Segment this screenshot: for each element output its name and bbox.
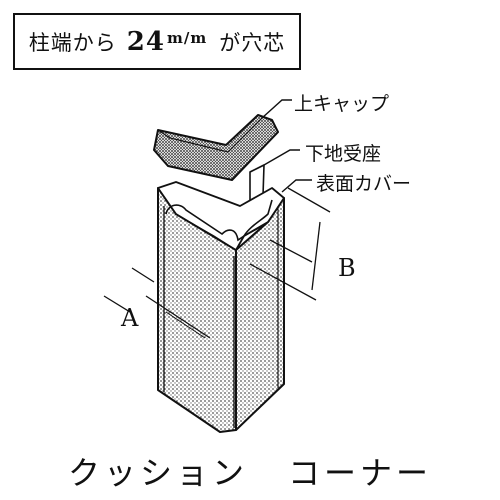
leader-lines (261, 99, 312, 193)
base-seat-label: 下地受座 (305, 143, 382, 165)
dimension-a-arrow (165, 311, 206, 339)
top-cap-shape (153, 114, 279, 181)
surface-cover-shape (157, 181, 285, 433)
surface-cover-label: 表面カバー (316, 173, 412, 195)
note-prefix: 柱端から (28, 31, 117, 55)
note-suffix: が穴芯 (219, 31, 286, 55)
note-unit: m/m (166, 29, 208, 47)
caption-part2: コーナー (288, 454, 433, 492)
dimension-a-label: A (121, 304, 139, 332)
top-cap-label: 上キャップ (294, 93, 390, 115)
product-caption: クッション コーナー (0, 448, 500, 494)
dimension-a-lines (103, 267, 211, 339)
dimension-b-lines (249, 187, 331, 301)
dimension-b-label: B (338, 254, 356, 282)
note-number: 24 (126, 27, 165, 57)
caption-part1: クッション (67, 454, 248, 492)
